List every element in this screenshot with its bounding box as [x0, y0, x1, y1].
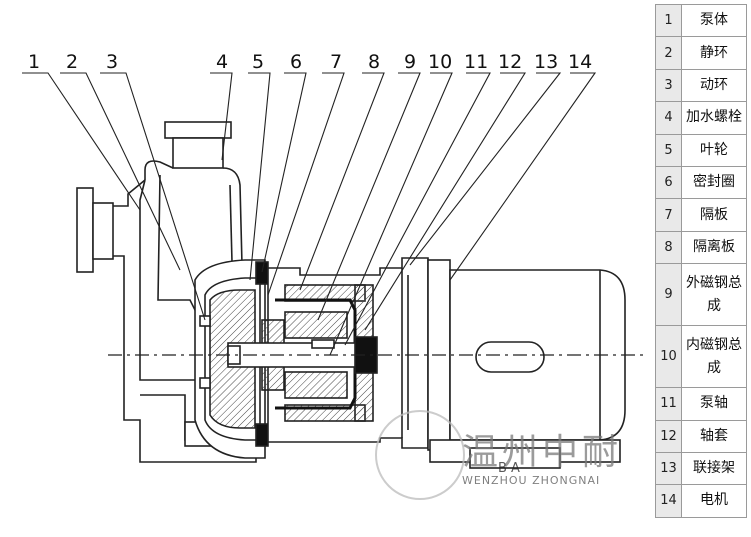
legend-number: 12	[655, 419, 682, 453]
watermark-logo-ring	[375, 410, 465, 500]
callout-number: 12	[498, 51, 522, 73]
watermark-chinese: 温州中耐	[462, 432, 622, 473]
legend-part-name: 动环	[681, 68, 747, 103]
legend-part-name: 泵体	[681, 3, 747, 38]
legend-part-name: 泵轴	[681, 387, 747, 421]
legend-part-name: 联接架	[681, 451, 747, 486]
legend-number: 6	[655, 165, 682, 200]
callout-number: 1	[28, 51, 40, 73]
legend-number: 7	[655, 198, 682, 232]
legend-part-name: 密封圈	[681, 165, 747, 200]
legend-number: 13	[655, 451, 682, 486]
legend-number: 11	[655, 387, 682, 421]
legend-number: 9	[655, 263, 682, 327]
legend-number: 4	[655, 101, 682, 135]
callout-number: 2	[66, 51, 78, 73]
legend-number: 10	[655, 325, 682, 389]
nameplate-text: B A	[498, 461, 520, 476]
legend-number: 1	[655, 3, 682, 38]
legend-part-name: 轴套	[681, 419, 747, 453]
watermark-pinyin: WENZHOU ZHONGNAI	[462, 474, 600, 487]
pump-cross-section-diagram: 1 2 3 4 5 6 7 8 9 10 11 12 13 14 温州中耐 WE…	[22, 51, 645, 500]
callout-number: 4	[216, 51, 228, 73]
watermark: 温州中耐 WENZHOU ZHONGNAI B A	[375, 410, 622, 500]
callout-number: 10	[428, 51, 452, 73]
legend-number: 14	[655, 484, 682, 518]
legend-part-name: 隔离板	[681, 230, 747, 265]
legend-part-name: 外磁钢总成	[681, 263, 747, 327]
callout-number: 14	[568, 51, 592, 73]
callout-numbers: 1 2 3 4 5 6 7 8 9 10 11 12 13 14	[28, 51, 592, 73]
legend-number: 2	[655, 36, 682, 70]
legend-part-name: 静环	[681, 36, 747, 70]
legend-part-name: 加水螺栓	[681, 101, 747, 135]
callout-number: 5	[252, 51, 264, 73]
legend-part-name: 内磁钢总成	[681, 325, 747, 389]
legend-part-name: 电机	[681, 484, 747, 518]
callout-number: 7	[330, 51, 342, 73]
callout-number: 13	[534, 51, 558, 73]
pump-outline	[76, 121, 626, 469]
legend-number: 3	[655, 68, 682, 103]
callout-number: 9	[404, 51, 416, 73]
callout-number: 11	[464, 51, 488, 73]
legend-number: 8	[655, 230, 682, 265]
leader-lines	[22, 72, 597, 356]
legend-part-name: 隔板	[681, 198, 747, 232]
callout-number: 6	[290, 51, 302, 73]
callout-number: 3	[106, 51, 118, 73]
callout-number: 8	[368, 51, 380, 73]
legend-number: 5	[655, 133, 682, 167]
legend-part-name: 叶轮	[681, 133, 747, 167]
